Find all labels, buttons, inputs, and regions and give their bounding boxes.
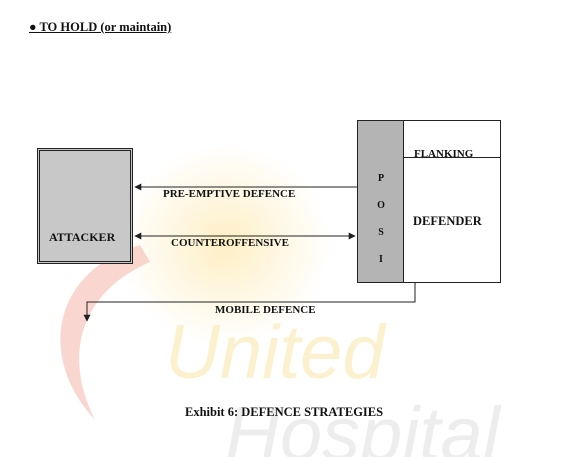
- position-letter-i: I: [379, 254, 383, 265]
- position-letter-o: O: [377, 200, 385, 211]
- watermark-text-hospital: Hospital: [225, 392, 502, 457]
- mobile-defence-label: MOBILE DEFENCE: [215, 304, 316, 316]
- position-letter-s: S: [378, 227, 384, 238]
- defender-label: DEFENDER: [413, 214, 482, 228]
- watermark-swoosh: [60, 245, 150, 420]
- attacker-label: ATTACKER: [49, 230, 116, 244]
- defender-box: [403, 157, 501, 283]
- watermark-text-united: United: [165, 310, 387, 395]
- position-bar: [357, 120, 404, 283]
- flanking-label: FLANKING: [414, 148, 474, 158]
- flanking-box: FLANKING: [403, 120, 501, 158]
- exhibit-caption: Exhibit 6: DEFENCE STRATEGIES: [185, 405, 384, 419]
- section-heading: ● TO HOLD (or maintain): [29, 20, 172, 34]
- attacker-box: [37, 148, 133, 264]
- watermark-glow: [120, 145, 330, 345]
- mobile-defence-arrow: [83, 283, 416, 322]
- counteroffensive-label: COUNTEROFFENSIVE: [171, 237, 289, 249]
- position-letter-p: P: [377, 173, 385, 184]
- pre-emptive-label: PRE-EMPTIVE DEFENCE: [163, 188, 296, 200]
